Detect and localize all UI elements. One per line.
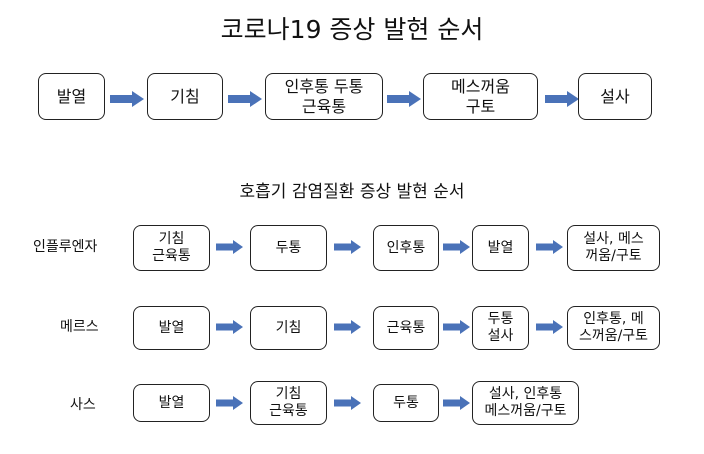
influenza-step-1: 기침 근육통 [133,225,210,271]
arrow-icon [334,240,361,254]
row-label-influenza: 인플루엔자 [33,239,98,255]
mers-step-3: 근육통 [373,306,439,350]
arrow-icon [443,320,470,334]
arrow-icon [334,320,361,334]
arrow-icon [387,91,421,107]
influenza-step-5: 설사, 메스 꺼움/구토 [567,225,660,271]
top-step-2: 기침 [147,73,223,120]
influenza-step-4: 발열 [472,225,529,271]
arrow-icon [536,240,563,254]
section-subtitle: 호흡기 감염질환 증상 발현 순서 [239,182,465,202]
top-step-4: 메스꺼움 구토 [423,73,538,120]
arrow-icon [545,91,579,107]
arrow-icon [216,396,243,410]
mers-step-1: 발열 [133,306,210,350]
arrow-icon [536,320,563,334]
sars-step-2: 기침 근육통 [250,381,327,425]
mers-step-5: 인후통, 메 스꺼움/구토 [567,306,660,350]
diagram-title: 코로나19 증상 발현 순서 [220,15,484,44]
arrow-icon [443,240,470,254]
arrow-icon [216,240,243,254]
influenza-step-2: 두통 [250,225,327,271]
arrow-icon [110,91,144,107]
top-step-5: 설사 [578,73,652,120]
influenza-step-3: 인후통 [373,225,439,271]
sars-step-1: 발열 [133,384,210,422]
mers-step-2: 기침 [250,306,327,350]
row-label-sars: 사스 [70,397,96,413]
top-step-3: 인후통 두통 근육통 [265,73,383,120]
arrow-icon [216,320,243,334]
row-label-mers: 메르스 [60,319,99,335]
arrow-icon [443,396,470,410]
arrow-icon [334,396,361,410]
top-step-1: 발열 [38,73,105,120]
mers-step-4: 두통 설사 [472,306,529,350]
sars-step-4: 설사, 인후통 메스꺼움/구토 [472,381,579,425]
arrow-icon [228,91,262,107]
sars-step-3: 두통 [373,384,439,422]
